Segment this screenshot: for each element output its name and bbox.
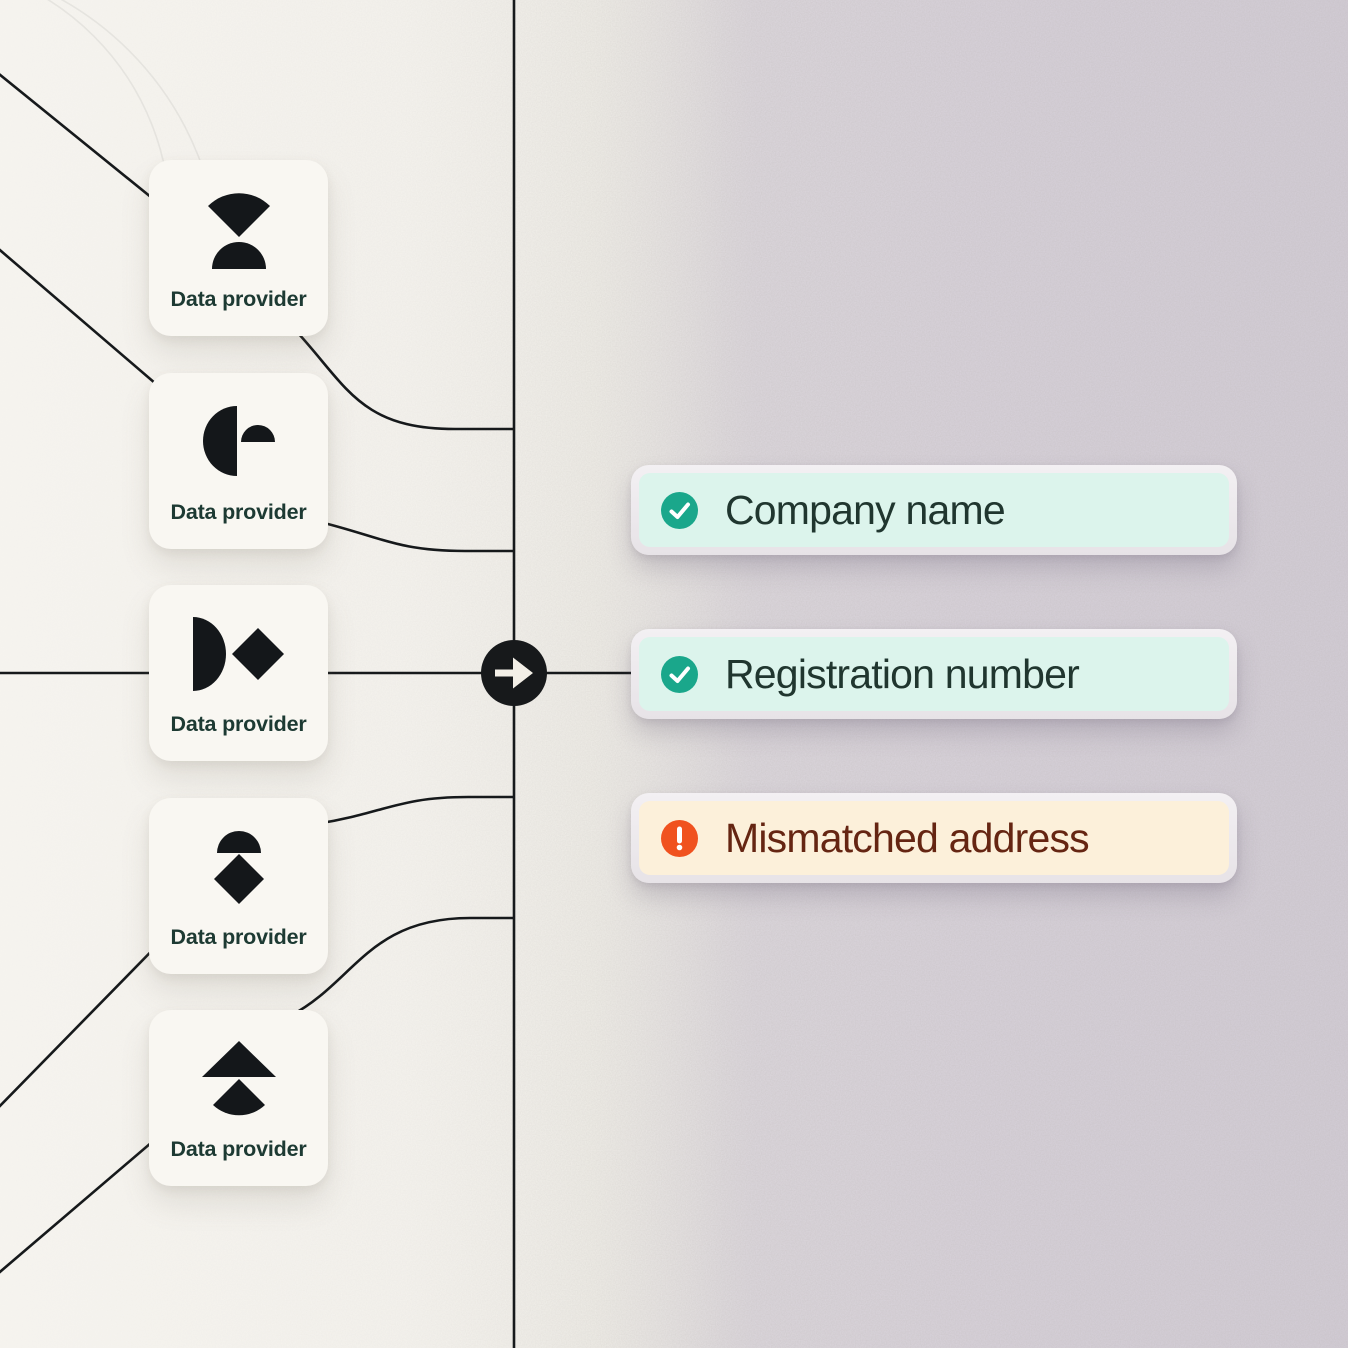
- dome-diamond-icon: [149, 829, 328, 905]
- check-circle-icon: [661, 491, 698, 529]
- card-label: Data provider: [170, 287, 307, 311]
- card-label: Data provider: [170, 712, 307, 736]
- connector-card5-to-rail: [289, 916, 515, 1018]
- fan-hourglass-icon: [149, 191, 328, 269]
- connector-bottom-left-1: [0, 923, 179, 1108]
- card-label: Data provider: [170, 500, 307, 524]
- result-pill-registration-number: Registration number: [631, 629, 1237, 719]
- result-pill-fill: Mismatched address: [639, 801, 1229, 875]
- result-label: Mismatched address: [725, 814, 1090, 861]
- decorative-arc: [47, 0, 171, 221]
- result-pill-fill: Company name: [639, 473, 1229, 547]
- result-label: Company name: [725, 486, 1006, 533]
- merge-hub: [481, 640, 547, 706]
- result-pill-company-name: Company name: [631, 465, 1237, 555]
- data-provider-card-4: Data provider: [149, 798, 328, 974]
- arrow-right-icon: [495, 657, 533, 689]
- result-label: Registration number: [725, 650, 1080, 697]
- card-label: Data provider: [170, 925, 307, 949]
- connector-card2-to-rail: [311, 518, 515, 553]
- triangle-fan-icon: [149, 1041, 328, 1117]
- result-pill-mismatched-address: Mismatched address: [631, 793, 1237, 883]
- data-provider-card-2: Data provider: [149, 373, 328, 549]
- half-disc-quarter-icon: [149, 404, 328, 476]
- data-provider-card-3: Data provider: [149, 585, 328, 761]
- connector-bottom-left-2: [0, 1124, 173, 1274]
- check-circle-icon: [661, 655, 698, 693]
- alert-circle-icon: [661, 819, 698, 857]
- d-diamond-icon: [149, 616, 328, 692]
- data-provider-card-1: Data provider: [149, 160, 328, 336]
- card-label: Data provider: [170, 1137, 307, 1161]
- result-pill-fill: Registration number: [639, 637, 1229, 711]
- connector-card4-to-rail: [315, 795, 515, 826]
- data-provider-card-5: Data provider: [149, 1010, 328, 1186]
